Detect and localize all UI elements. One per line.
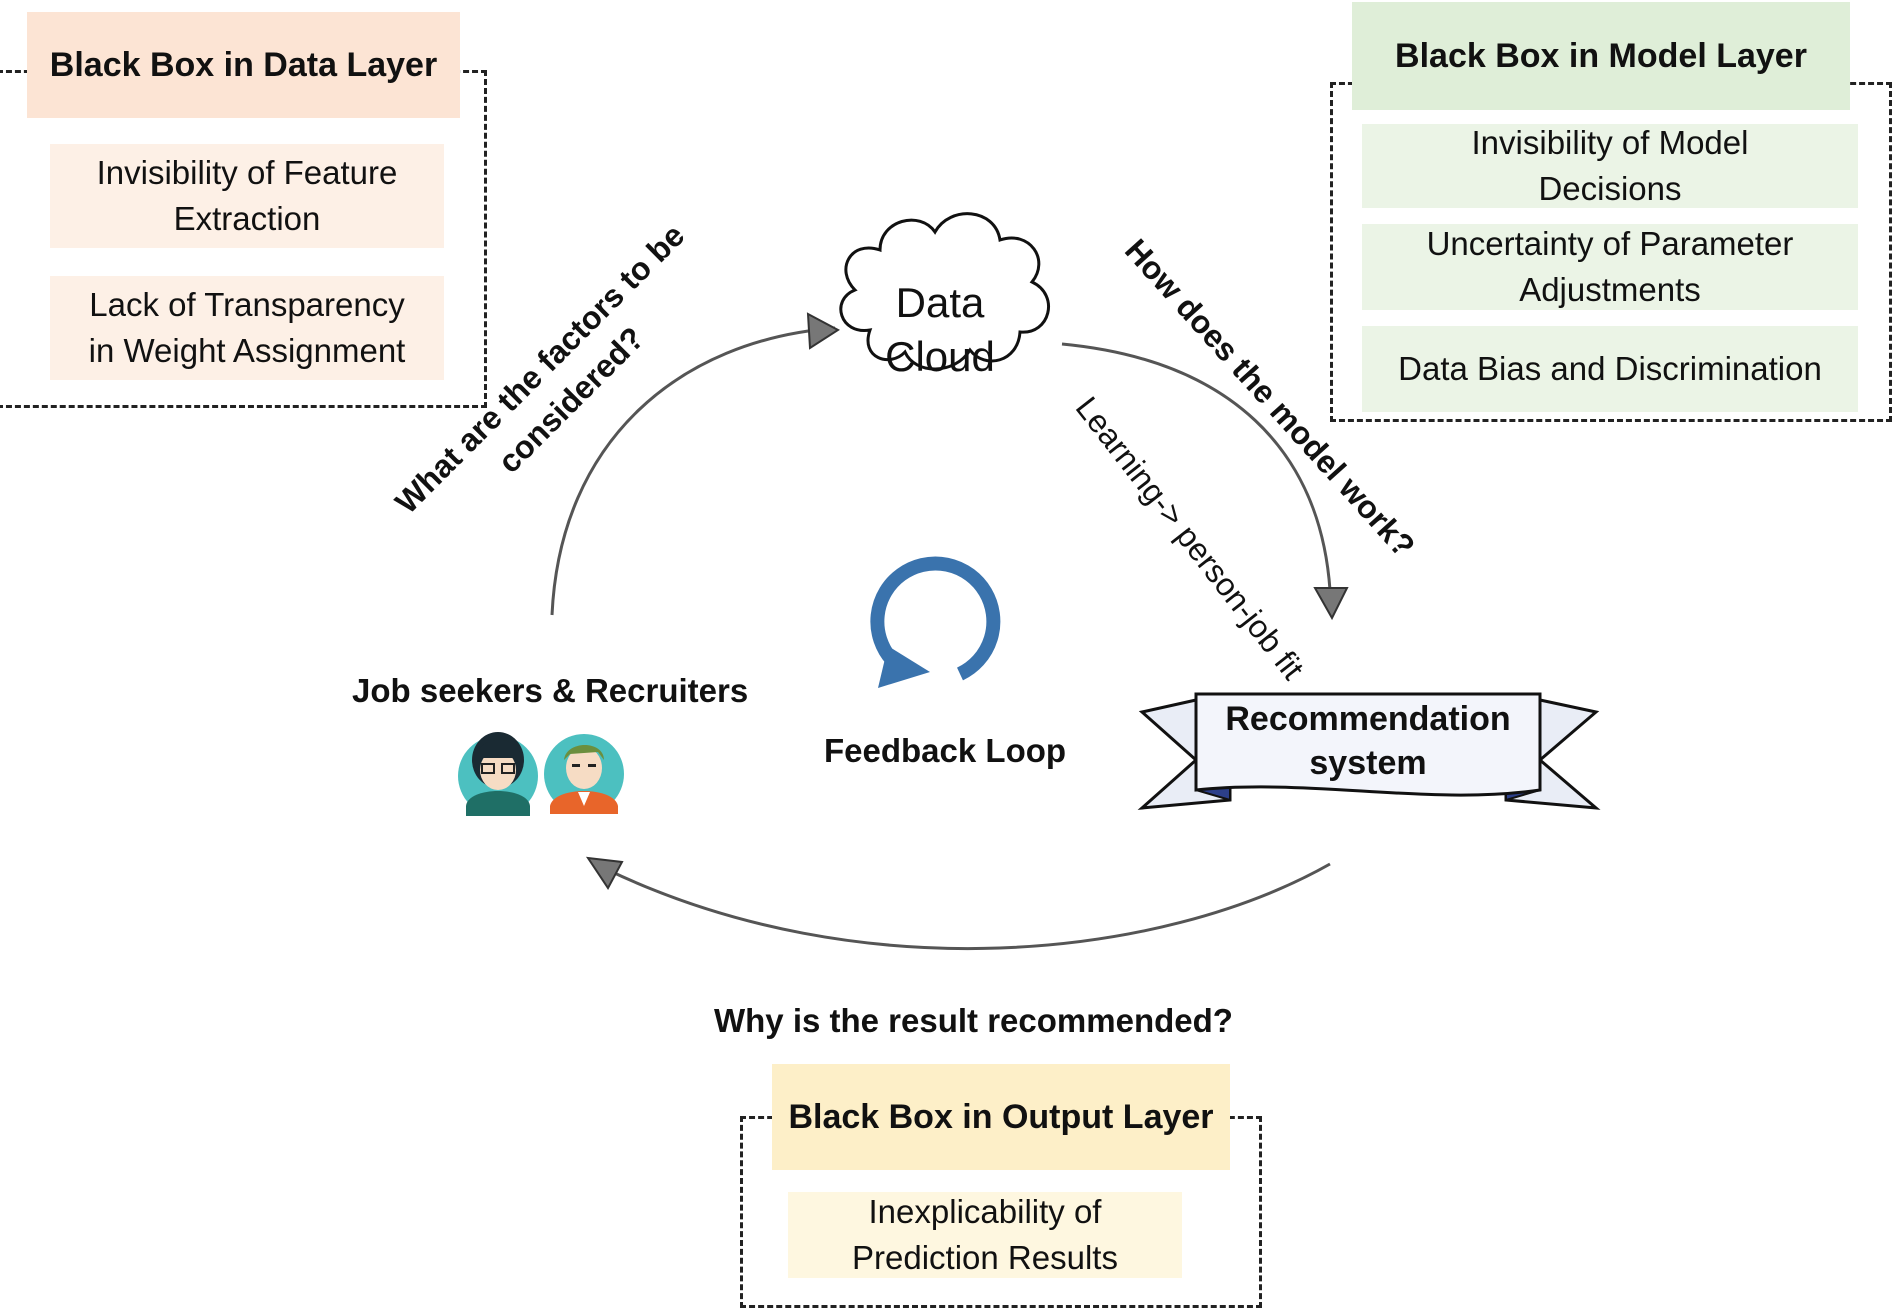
- arrowhead-to-cloud: [806, 312, 840, 350]
- arrow-users-to-cloud: [550, 326, 836, 616]
- cycle-arrow-icon: [870, 556, 1001, 688]
- question-result: Why is the result recommended?: [714, 1002, 1233, 1039]
- data-layer-item-feature-extraction: Invisibility of Feature Extraction: [50, 144, 444, 248]
- output-layer-title: Black Box in Output Layer: [772, 1064, 1230, 1170]
- feedback-loop-label: Feedback Loop: [824, 732, 1067, 769]
- model-layer-title: Black Box in Model Layer: [1352, 2, 1850, 110]
- cloud-icon: [839, 212, 1050, 371]
- model-layer-item-parameter-adjustments: Uncertainty of Parameter Adjustments: [1362, 224, 1858, 310]
- output-layer-item-prediction-results: Inexplicability of Prediction Results: [788, 1192, 1182, 1278]
- arrowhead-to-users: [585, 856, 624, 890]
- users-label: Job seekers & Recruiters: [352, 672, 749, 709]
- recommendation-system-label: Recommendation system: [1225, 700, 1511, 782]
- model-layer-item-model-decisions: Invisibility of Model Decisions: [1362, 124, 1858, 208]
- man-avatar-icon: [544, 734, 624, 814]
- data-layer-item-weight-assignment: Lack of Transparency in Weight Assignmen…: [50, 276, 444, 380]
- arrowhead-to-recommendation: [1313, 587, 1349, 621]
- data-layer-title: Black Box in Data Layer: [27, 12, 460, 118]
- woman-avatar-icon: [458, 732, 538, 816]
- arrow-cloud-to-recommendation: [1061, 342, 1332, 591]
- arrow-recommendation-to-users: [607, 862, 1331, 951]
- ribbon-banner-icon: [1137, 692, 1601, 810]
- data-cloud-label: Data Cloud: [885, 279, 995, 380]
- model-layer-item-data-bias: Data Bias and Discrimination: [1362, 326, 1858, 412]
